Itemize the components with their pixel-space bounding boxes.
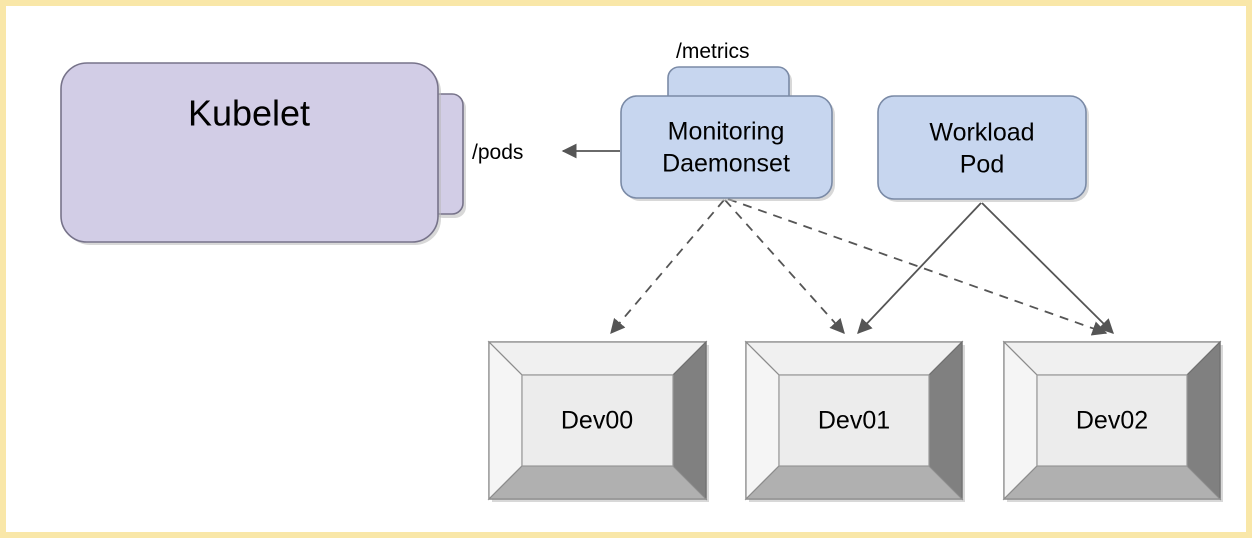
device-label-dev02: Dev02 [1076, 407, 1148, 435]
edge-workload-to-dev02 [981, 202, 1114, 334]
device-label-dev00: Dev00 [561, 407, 633, 435]
edge-workload-to-dev01 [857, 202, 982, 334]
workload-pod-body[interactable] [877, 95, 1087, 200]
edge-label-pods: /pods [472, 141, 523, 164]
node-device-dev00[interactable]: Dev00 [487, 340, 709, 502]
node-kubelet[interactable]: Kubelet [60, 62, 466, 245]
monitoring-daemonset-body[interactable] [620, 95, 833, 199]
node-device-dev01[interactable]: Dev01 [744, 340, 965, 502]
kubelet-label: Kubelet [188, 93, 310, 134]
node-device-dev02[interactable]: Dev02 [1002, 340, 1223, 502]
node-workload-pod[interactable]: Workload Pod [877, 95, 1089, 202]
monitoring-daemonset-label-line2: Daemonset [662, 150, 790, 178]
edge-monitoring-to-dev02 [727, 198, 1108, 336]
edge-label-metrics: /metrics [676, 40, 750, 63]
workload-pod-label-line2: Pod [960, 151, 1004, 179]
device-label-dev01: Dev01 [818, 407, 890, 435]
edge-monitoring-to-dev00 [610, 199, 725, 335]
workload-pod-label-line1: Workload [929, 119, 1034, 147]
node-monitoring-daemonset[interactable]: Monitoring Daemonset [620, 66, 835, 201]
edge-monitoring-to-dev01 [724, 199, 845, 335]
monitoring-daemonset-label-line1: Monitoring [668, 118, 785, 146]
kubernetes-device-monitoring-diagram: Kubelet /pods Monitoring Daemonset /metr… [60, 40, 1223, 502]
kubelet-body[interactable] [60, 62, 439, 243]
